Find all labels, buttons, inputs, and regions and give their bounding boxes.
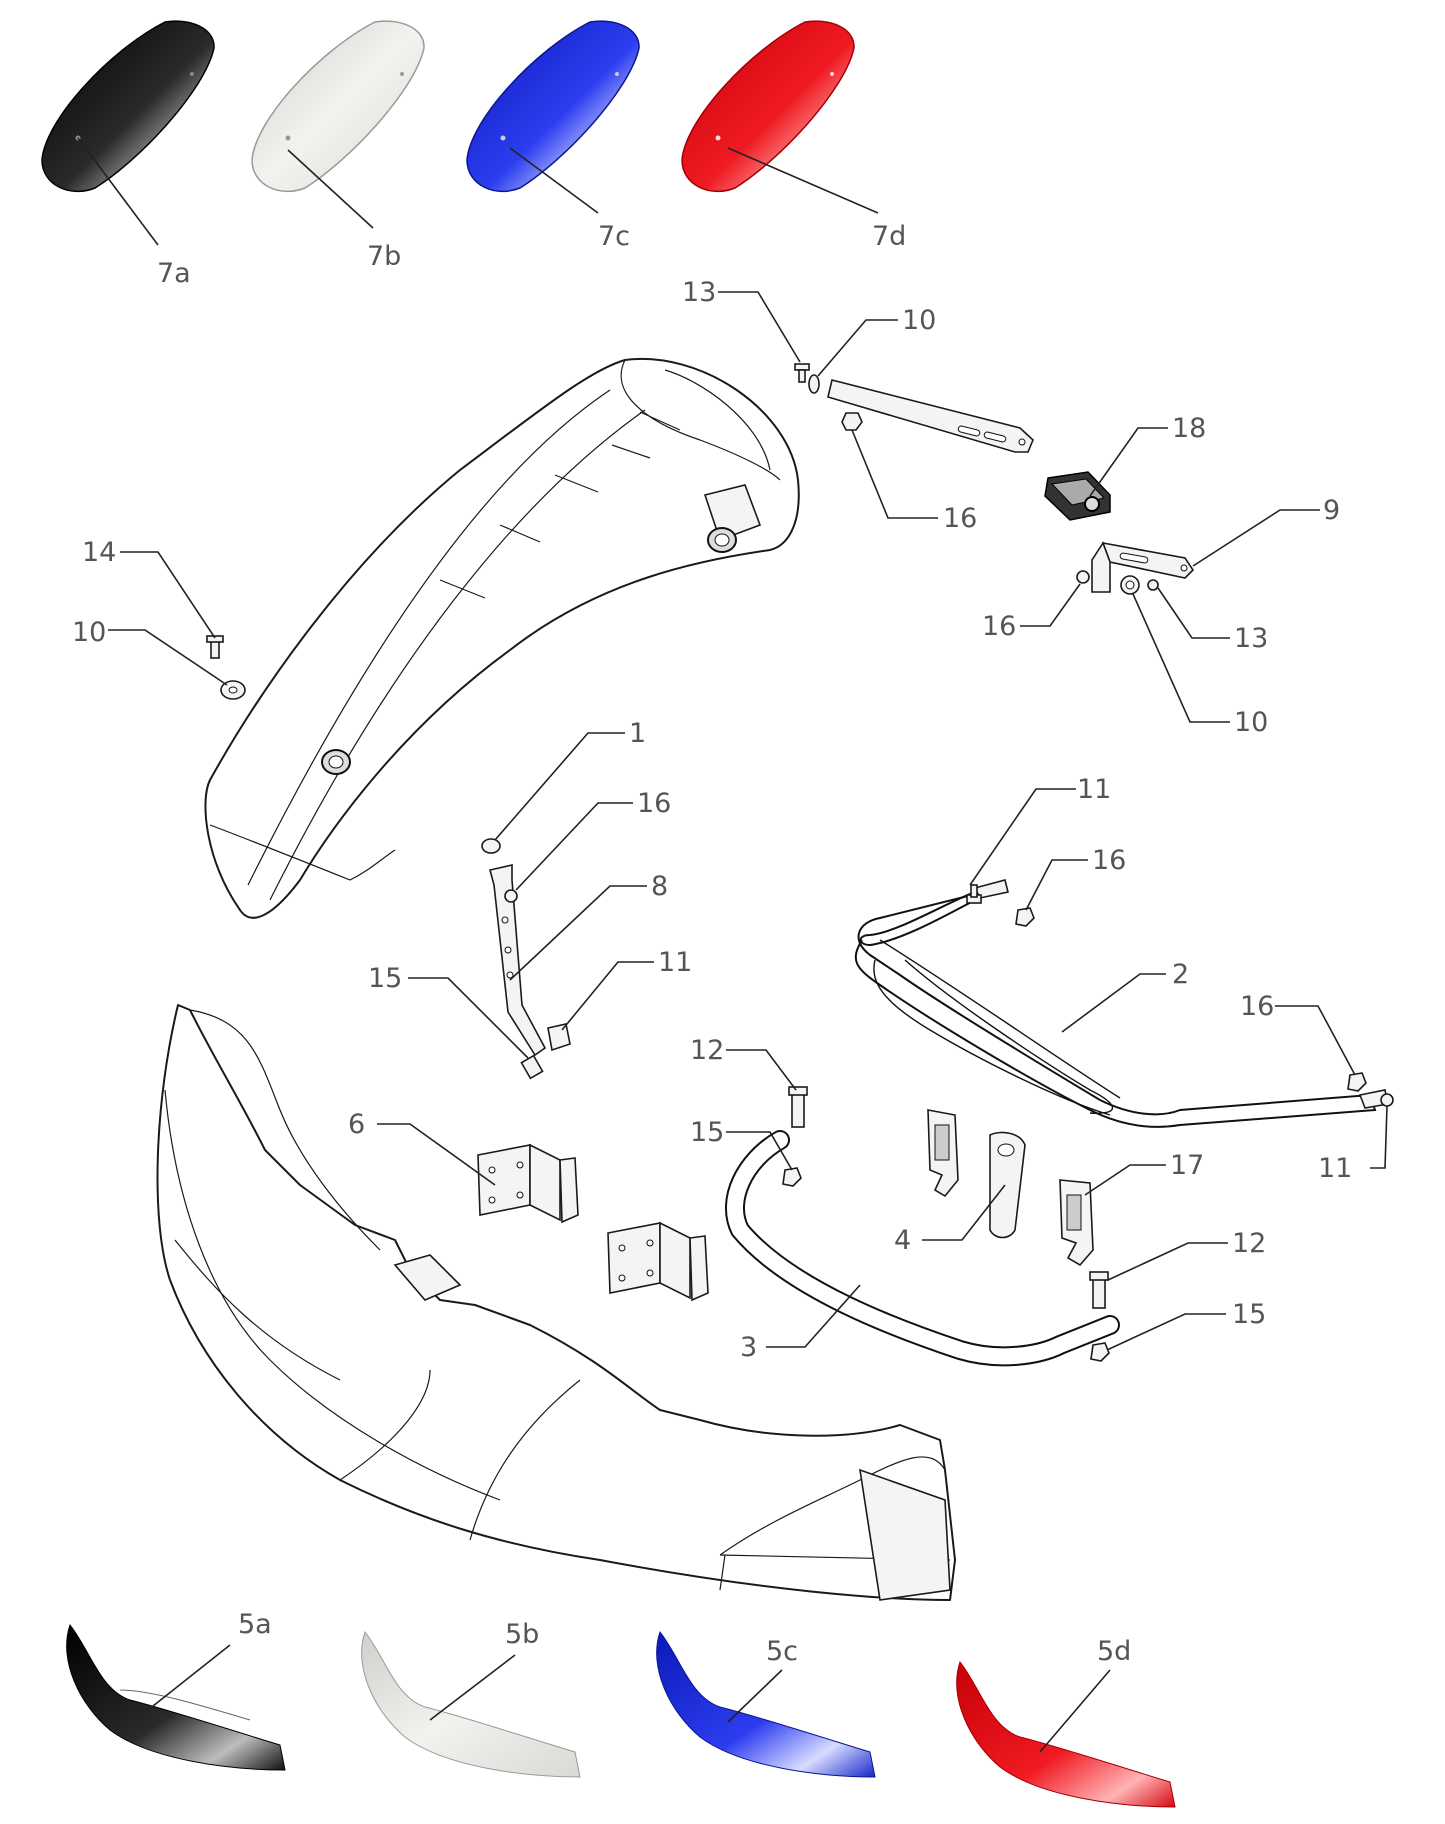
callout-17: 17	[1170, 1150, 1204, 1181]
callout-6: 6	[348, 1109, 365, 1140]
spoiler-variant-black	[66, 1623, 286, 1771]
callout-4: 4	[894, 1225, 911, 1256]
nut-16-frame-top	[1015, 907, 1035, 927]
bracket-arm-upper	[827, 379, 1034, 453]
callout-14: 14	[82, 537, 116, 568]
mount-block-6b	[607, 1221, 709, 1302]
fender-variant-white	[251, 20, 425, 193]
tube-frame-3	[725, 1130, 1120, 1367]
nut-16-top	[841, 412, 863, 431]
callout-16-mount: 16	[982, 611, 1016, 642]
callout-5b: 5b	[505, 1619, 539, 1650]
callout-2: 2	[1172, 959, 1189, 990]
bolt-14	[206, 635, 224, 659]
callout-13-top: 13	[682, 277, 716, 308]
callout-16-top: 16	[943, 503, 977, 534]
callout-16-frame-top: 16	[1092, 845, 1126, 876]
mount-block-6a	[477, 1143, 579, 1224]
main-fender	[204, 357, 800, 919]
pad-4	[989, 1131, 1026, 1239]
nut-16-frame-end	[1347, 1072, 1367, 1092]
fender-variant-black	[41, 20, 215, 193]
front-spoiler	[156, 1004, 956, 1601]
mount-bracket-9	[1091, 541, 1195, 593]
tube-frame-2	[854, 879, 1389, 1128]
nut-15-right	[1090, 1342, 1110, 1362]
washer-1	[481, 838, 501, 854]
callout-12-right: 12	[1232, 1228, 1266, 1259]
bolt-13-top	[794, 363, 810, 383]
spoiler-variant-white	[361, 1630, 581, 1778]
nut-16-bracket	[504, 889, 518, 903]
fender-variant-red	[681, 20, 855, 193]
callout-16-bracket: 16	[637, 788, 671, 819]
nut-15-left	[782, 1167, 802, 1187]
clamp-block-18	[1044, 471, 1111, 521]
callout-16-frame-end: 16	[1240, 991, 1274, 1022]
callout-7d: 7d	[872, 221, 906, 252]
spoiler-variant-red	[956, 1660, 1176, 1808]
callout-5c: 5c	[766, 1636, 798, 1667]
callout-11-bracket: 11	[658, 947, 692, 978]
callout-12-left: 12	[690, 1035, 724, 1066]
bolt-12-right	[1089, 1271, 1109, 1309]
callout-10-mount: 10	[1234, 707, 1268, 738]
callout-11-frame-end: 11	[1318, 1153, 1352, 1184]
callout-15-left: 15	[690, 1117, 724, 1148]
stay-bracket-8	[489, 863, 547, 1057]
callout-10-top: 10	[902, 305, 936, 336]
washer-10-left	[220, 680, 246, 700]
spoiler-variant-blue	[656, 1630, 876, 1778]
clamp-17-right	[1059, 1179, 1094, 1267]
callout-10-left: 10	[72, 617, 106, 648]
callout-5a: 5a	[238, 1609, 272, 1640]
nut-16-mount	[1076, 570, 1090, 584]
callout-7c: 7c	[598, 221, 630, 252]
callout-8: 8	[651, 871, 668, 902]
nut-13-mount	[1147, 579, 1159, 591]
callout-3: 3	[740, 1332, 757, 1363]
callout-15-right: 15	[1232, 1299, 1266, 1330]
callout-9: 9	[1323, 495, 1340, 526]
bolt-11-frame-top	[966, 884, 982, 904]
washer-10-mount	[1120, 575, 1140, 595]
clamp-17-left	[927, 1109, 959, 1198]
callout-5d: 5d	[1097, 1636, 1131, 1667]
callout-7a: 7a	[157, 258, 191, 289]
washer-10-top	[808, 374, 820, 394]
bolt-12-left	[788, 1086, 808, 1128]
bolt-15-bracket	[520, 1054, 544, 1080]
clip-11-bracket	[547, 1023, 571, 1052]
callout-13-mount: 13	[1234, 623, 1268, 654]
callout-15-bracket: 15	[368, 963, 402, 994]
callout-18: 18	[1172, 413, 1206, 444]
callout-7b: 7b	[367, 241, 401, 272]
callout-11-frame-top: 11	[1077, 774, 1111, 805]
callout-1: 1	[629, 718, 646, 749]
bolt-11-frame-end	[1380, 1093, 1394, 1107]
fender-variant-blue	[466, 20, 640, 193]
